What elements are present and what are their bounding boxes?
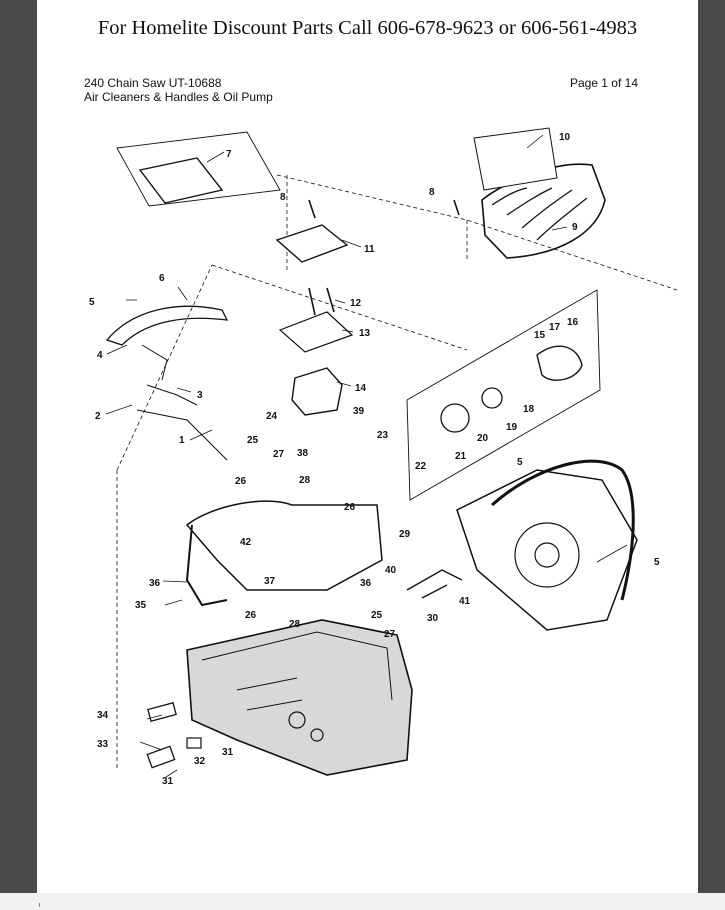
- fan-housing: [456, 469, 638, 631]
- callout-25a: 25: [247, 435, 259, 446]
- callout-19: 19: [506, 422, 518, 433]
- model-title: 240 Chain Saw UT-10688: [84, 76, 222, 90]
- callout-25b: 25: [371, 610, 383, 621]
- callout-27b: 27: [384, 629, 396, 640]
- callout-36a: 36: [149, 578, 161, 589]
- section-title: Air Cleaners & Handles & Oil Pump: [84, 90, 273, 104]
- callout-31a: 31: [222, 747, 234, 758]
- gasket-13: [278, 311, 354, 353]
- callout-labels: 1 2 3 4 5 5 5 6 7 8 8 9 10 11 12 13 14 1…: [89, 132, 660, 787]
- callout-20: 20: [477, 433, 489, 444]
- oil-pump-20: [440, 403, 470, 433]
- callout-17: 17: [549, 322, 561, 333]
- callout-8b: 8: [429, 187, 435, 198]
- callout-35: 35: [135, 600, 147, 611]
- handle-tank-29: [185, 500, 383, 591]
- callout-39: 39: [353, 406, 365, 417]
- callout-5b: 5: [517, 457, 523, 468]
- callout-1: 1: [179, 435, 185, 446]
- oil-pump-16: [536, 345, 583, 381]
- callout-27a: 27: [273, 449, 285, 460]
- callout-5c: 5: [654, 557, 660, 568]
- callout-6: 6: [159, 273, 165, 284]
- callout-37: 37: [264, 576, 276, 587]
- oil-pump-box: [406, 289, 601, 501]
- callout-34: 34: [97, 710, 109, 721]
- callout-38: 38: [297, 448, 309, 459]
- rear-handle: [491, 459, 635, 601]
- callout-21: 21: [455, 451, 467, 462]
- callout-9: 9: [572, 222, 578, 233]
- engine-crankcase: [186, 619, 413, 776]
- callout-14: 14: [355, 383, 367, 394]
- exploded-parts-diagram: 1 2 3 4 5 5 5 6 7 8 8 9 10 11 12 13 14 1…: [89, 127, 678, 787]
- bottom-strip: [0, 893, 725, 910]
- callout-29: 29: [399, 529, 411, 540]
- document-page: For Homelite Discount Parts Call 606-678…: [37, 0, 698, 893]
- callout-42: 42: [240, 537, 252, 548]
- callout-16: 16: [567, 317, 579, 328]
- callout-28b: 28: [289, 619, 301, 630]
- callout-8a: 8: [280, 192, 286, 203]
- callout-5a: 5: [89, 297, 95, 308]
- callout-33: 33: [97, 739, 109, 750]
- shroud-cover-10: [473, 127, 558, 191]
- callout-10: 10: [559, 132, 571, 143]
- callout-11: 11: [364, 244, 375, 255]
- dealer-phone-header: For Homelite Discount Parts Call 606-678…: [97, 17, 638, 39]
- front-handle-6: [105, 305, 229, 346]
- callout-40: 40: [385, 565, 397, 576]
- callout-24: 24: [266, 411, 278, 422]
- callout-28a: 28: [299, 475, 311, 486]
- callout-31b: 31: [162, 776, 174, 787]
- callout-7: 7: [226, 149, 232, 160]
- callout-41: 41: [459, 596, 471, 607]
- callout-32: 32: [194, 756, 206, 767]
- callout-12: 12: [350, 298, 362, 309]
- callout-15: 15: [534, 330, 546, 341]
- callout-30: 30: [427, 613, 439, 624]
- bottom-tick: [39, 903, 40, 907]
- callout-26c: 26: [245, 610, 257, 621]
- callout-4: 4: [97, 350, 103, 361]
- filter-cover-box: [116, 131, 281, 207]
- flywheel-fan: [514, 522, 580, 588]
- callout-26a: 26: [235, 476, 247, 487]
- carburetor-14: [291, 367, 343, 416]
- callout-3: 3: [197, 390, 203, 401]
- callout-18: 18: [523, 404, 535, 415]
- document-title-block: 240 Chain Saw UT-10688 Air Cleaners & Ha…: [84, 76, 273, 104]
- callout-22: 22: [415, 461, 427, 472]
- page-number: Page 1 of 14: [569, 76, 638, 90]
- oil-pump-19: [481, 387, 503, 409]
- callout-23: 23: [377, 430, 389, 441]
- air-filter-11: [275, 224, 349, 263]
- callout-2: 2: [95, 411, 101, 422]
- callout-13: 13: [359, 328, 371, 339]
- callout-36b: 36: [360, 578, 372, 589]
- filter-element-7: [138, 157, 224, 204]
- callout-26b: 26: [344, 502, 356, 513]
